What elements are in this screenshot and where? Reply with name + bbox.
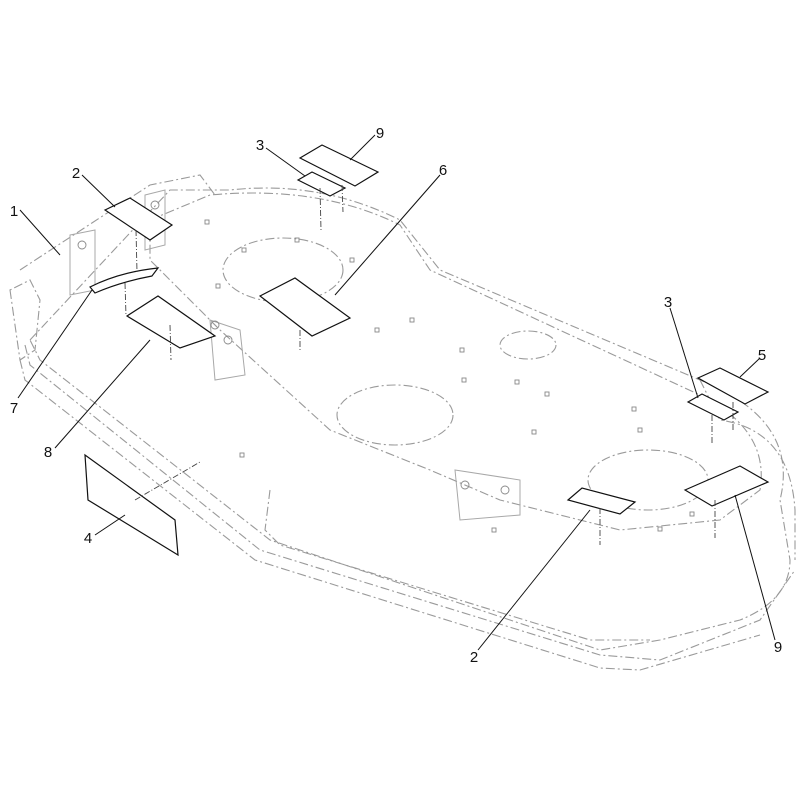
deck-holes (204, 219, 695, 533)
decal-2-rear (103, 197, 174, 241)
decal-8 (125, 295, 217, 349)
decal-3-top (296, 171, 347, 197)
decal-5 (696, 367, 770, 405)
callout-9-right: 9 (774, 639, 782, 656)
decal-7-strip (89, 267, 160, 294)
callout-1: 1 (10, 203, 18, 220)
callout-9-top: 9 (376, 125, 384, 142)
decal-9-right (683, 465, 770, 507)
callout-7: 7 (10, 400, 18, 417)
callout-8: 8 (44, 444, 52, 461)
front-left-bracket (209, 319, 246, 381)
center-spindle-opening (336, 384, 454, 446)
rear-left-bracket (69, 229, 96, 296)
callout-3-top: 3 (256, 137, 264, 154)
decal-9-top (298, 144, 380, 187)
callout-2-front: 2 (470, 649, 478, 666)
mounting-brackets (69, 189, 521, 521)
mower-deck-outline (9, 174, 796, 671)
decal-2-front (566, 487, 637, 515)
callout-4: 4 (84, 530, 92, 547)
callout-3-right: 3 (664, 294, 672, 311)
decal-3-right (686, 393, 740, 421)
callout-2-rear: 2 (72, 165, 80, 182)
callout-5: 5 (758, 347, 766, 364)
decal-6 (258, 277, 352, 337)
leader-lines (17, 134, 776, 651)
front-center-bracket (454, 469, 521, 521)
placement-lines (124, 184, 734, 545)
decals (84, 144, 770, 557)
callout-labels: 1 2 3 9 6 3 5 7 8 4 2 9 (10, 125, 782, 666)
callout-6: 6 (439, 162, 447, 179)
decal-4-side (84, 453, 179, 557)
center-access-hole (499, 330, 557, 360)
